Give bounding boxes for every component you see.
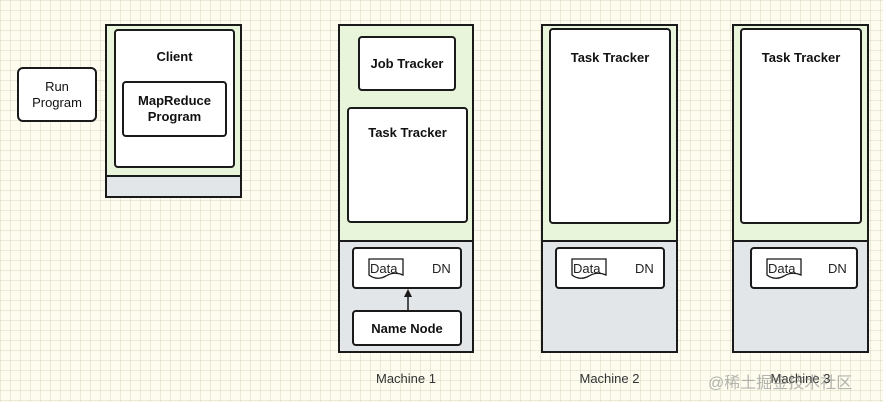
client-title: Client: [156, 49, 193, 64]
machine-1-data-label: Data: [370, 261, 398, 276]
client-machine: Client MapReduce Program: [105, 24, 242, 198]
machine-3-data-label: Data: [768, 261, 796, 276]
machine-1-dn-label: DN: [432, 261, 451, 276]
client-box: Client MapReduce Program: [114, 29, 235, 168]
machine-1-datanode-box: Data DN: [352, 247, 462, 289]
machine-3-data-document-icon: [766, 258, 802, 279]
run-program-label: Run Program: [32, 78, 82, 110]
machine-1-data-document-icon: [368, 258, 404, 279]
machine-3-caption: Machine 3: [770, 371, 831, 386]
machine-3-datanode-box: Data DN: [750, 247, 858, 289]
machine-1: Job Tracker Task Tracker Data DN Name No…: [338, 24, 474, 353]
mapreduce-program-label: MapReduce Program: [138, 93, 211, 124]
machine-2-data-document-icon: [571, 258, 607, 279]
machine-2: Task Tracker Data DN: [541, 24, 678, 353]
name-node-box: Name Node: [352, 310, 462, 346]
machine-2-datanode-box: Data DN: [555, 247, 665, 289]
machine-2-task-tracker-box: Task Tracker: [549, 28, 671, 224]
machine-1-caption: Machine 1: [376, 371, 436, 386]
job-tracker-label: Job Tracker: [370, 56, 444, 71]
machine-3: Task Tracker Data DN: [732, 24, 869, 353]
mapreduce-program-box: MapReduce Program: [122, 81, 227, 137]
machine-1-task-tracker-box: Task Tracker: [347, 107, 468, 223]
name-node-label: Name Node: [371, 320, 443, 336]
machine-2-data-label: Data: [573, 261, 601, 276]
machine-2-task-tracker-label: Task Tracker: [570, 50, 650, 65]
machine-3-task-tracker-box: Task Tracker: [740, 28, 862, 224]
job-tracker-box: Job Tracker: [358, 36, 456, 91]
run-program-box: Run Program: [17, 67, 97, 122]
machine-3-dn-label: DN: [828, 261, 847, 276]
machine-3-task-tracker-label: Task Tracker: [761, 50, 841, 65]
machine-1-task-tracker-label: Task Tracker: [368, 125, 447, 140]
machine-2-caption: Machine 2: [579, 371, 640, 386]
machine-2-dn-label: DN: [635, 261, 654, 276]
watermark: @稀土掘金技术社区: [708, 375, 853, 392]
client-lower-section: [107, 175, 240, 196]
machine-1-arrow: [404, 289, 412, 310]
